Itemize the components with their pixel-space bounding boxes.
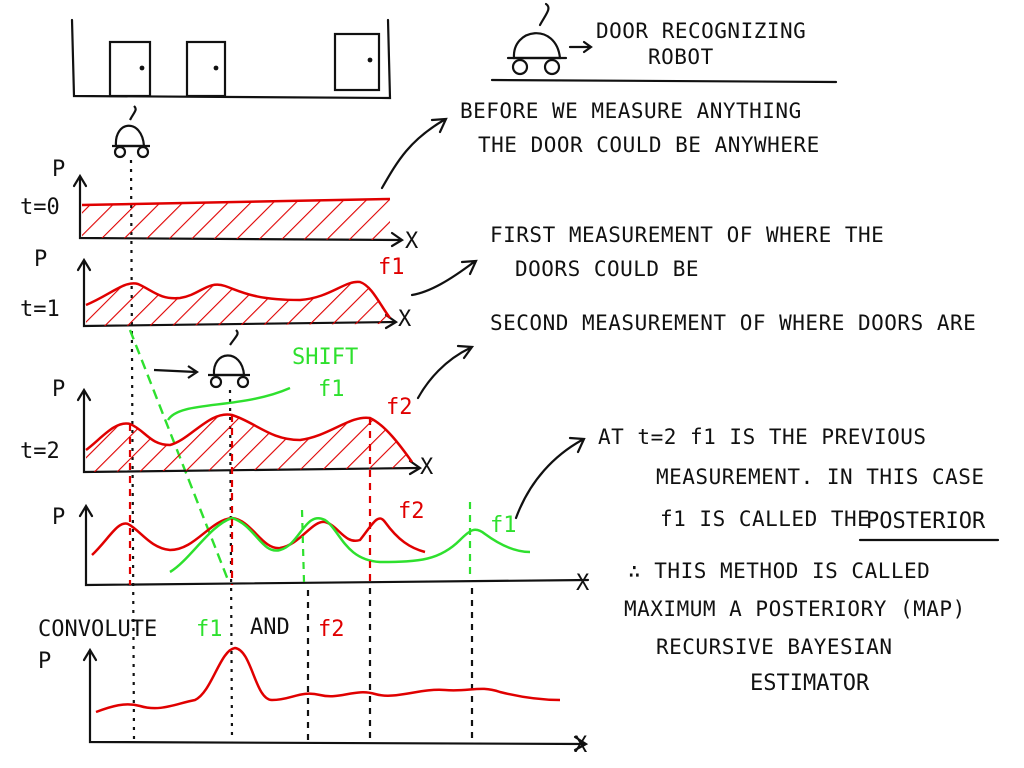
axis-p-result: P — [38, 649, 51, 674]
robot-icon-legend — [492, 4, 836, 82]
axes-result — [84, 650, 586, 750]
robot-caption-2: ROBOT — [648, 45, 714, 69]
axis-p-t2: P — [52, 377, 65, 402]
label-convolute-f1: f1 — [196, 617, 223, 642]
note-first-measure-1: FIRST MEASUREMENT OF WHERE THE — [490, 223, 884, 247]
robot-icon-moved — [154, 330, 250, 387]
door-3 — [335, 34, 379, 90]
axis-x-result: X — [574, 733, 588, 758]
label-f1-t1: f1 — [378, 255, 405, 280]
note-before-measure-2: THE DOOR COULD BE ANYWHERE — [478, 133, 820, 157]
label-t2: t=2 — [20, 439, 60, 464]
axis-p-t1: P — [34, 247, 47, 272]
label-convolute: CONVOLUTE — [38, 617, 157, 642]
label-shift-f1: f1 — [318, 377, 345, 402]
f2-curve-combined — [92, 518, 425, 555]
label-shift: SHIFT — [292, 345, 358, 370]
robot-caption-1: DOOR RECOGNIZING — [596, 19, 806, 43]
axis-x-t2: X — [420, 455, 434, 480]
note-method-1: ∴ THIS METHOD IS CALLED — [628, 559, 930, 583]
axis-p-combined: P — [52, 505, 65, 530]
black-projections — [308, 588, 472, 742]
robot-icon-start — [112, 106, 150, 157]
measurement-1-fill — [86, 282, 390, 326]
axis-x-t1: X — [398, 307, 412, 332]
f1-curve-combined — [170, 518, 530, 572]
label-convolute-f2: f2 — [318, 617, 345, 642]
axis-p-t0: P — [52, 157, 65, 182]
door-2 — [187, 42, 225, 96]
posterior-curve — [96, 648, 560, 712]
label-f2-t2: f2 — [386, 395, 413, 420]
note-t2-2: MEASUREMENT. IN THIS CASE — [656, 465, 985, 489]
hallway — [72, 20, 390, 98]
note-first-measure-2: DOORS COULD BE — [515, 257, 699, 281]
label-t0: t=0 — [20, 195, 60, 220]
label-f2-combined: f2 — [398, 499, 425, 524]
green-projections — [302, 502, 470, 582]
label-and: AND — [250, 615, 290, 640]
note-posterior: POSTERIOR — [866, 509, 986, 534]
note-t2-1: AT t=2 f1 IS THE PREVIOUS — [598, 425, 927, 449]
axis-x-t0: X — [405, 229, 419, 254]
note-method-4: ESTIMATOR — [750, 671, 870, 696]
label-f1-combined: f1 — [490, 513, 517, 538]
note-t2-3: f1 IS CALLED THE — [660, 507, 870, 531]
note-second-measure: SECOND MEASUREMENT OF WHERE DOORS ARE — [490, 311, 976, 335]
note-method-3: RECURSIVE BAYESIAN — [656, 635, 893, 659]
axis-x-combined: X — [576, 571, 590, 596]
label-t1: t=1 — [20, 297, 60, 322]
note-before-measure-1: BEFORE WE MEASURE ANYTHING — [460, 99, 802, 123]
note-method-2: MAXIMUM A POSTERIORY (MAP) — [624, 597, 966, 621]
